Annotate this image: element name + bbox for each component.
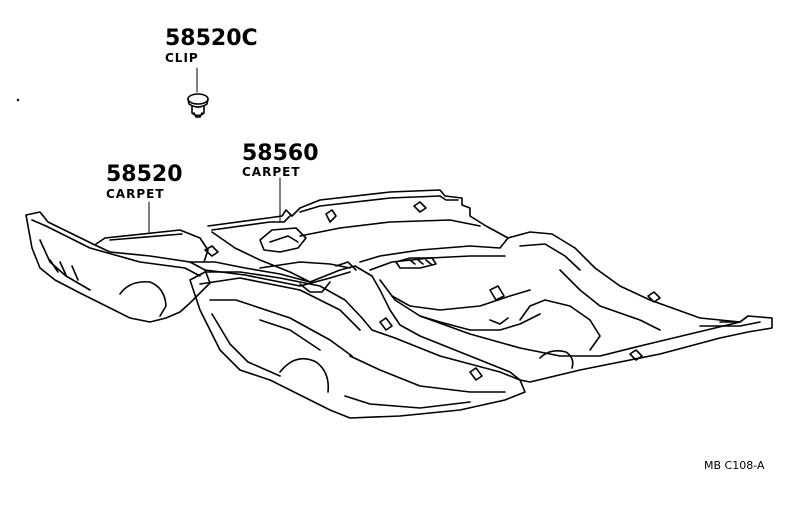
stray-dot — [16, 98, 20, 102]
diagram-reference-code: MB C108-A — [704, 459, 765, 472]
rear-carpet-label: CARPET — [242, 165, 301, 179]
front-carpet-part-number: 58520 — [106, 162, 183, 187]
front-carpet-label: CARPET — [106, 187, 165, 201]
front-carpet — [25, 211, 526, 419]
clip-label: CLIP — [165, 51, 199, 65]
rear-carpet-part-number: 58560 — [242, 141, 319, 166]
clip-part — [187, 67, 209, 118]
clip-part-number: 58520C — [165, 26, 258, 51]
rear-carpet — [207, 189, 773, 383]
leader-lines — [148, 177, 281, 233]
center-tunnel — [189, 261, 521, 381]
